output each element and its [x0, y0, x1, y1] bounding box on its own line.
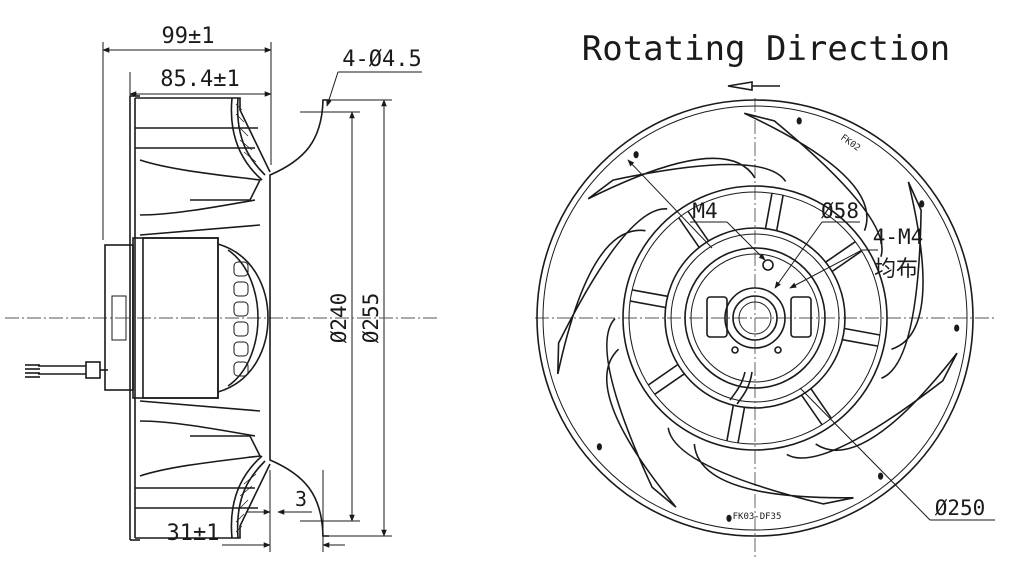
dim-mount-holes-label: 4-Ø4.5 — [342, 47, 421, 72]
outer-ring — [536, 99, 974, 537]
rotor-spoke — [647, 363, 679, 386]
rotor-spoke — [654, 373, 685, 395]
label-impeller-dia-text: Ø250 — [935, 496, 986, 520]
rotor-spoke — [810, 388, 832, 419]
rotor-spoke — [629, 300, 666, 309]
dim-flange-offset: 31±1 — [167, 521, 345, 548]
label-hub-dia: Ø58 — [774, 199, 860, 289]
part-mark-bottom: FK03-DF35 — [733, 512, 782, 522]
rotor-spoke — [825, 241, 856, 263]
inlet-circle — [622, 185, 888, 451]
motor-body — [104, 237, 269, 399]
impeller-blade — [587, 157, 787, 200]
front-view: Rotating Direction — [535, 29, 995, 560]
dim-inlet-dia: Ø240 — [327, 111, 355, 522]
dim-impeller-width: 85.4±1 — [129, 67, 272, 97]
label-4m4-line2: 均布 — [874, 257, 918, 282]
rotor-spoke — [764, 192, 773, 229]
rotating-direction-title: Rotating Direction — [582, 29, 950, 69]
mounting-hole — [796, 117, 802, 125]
rotor-spoke — [800, 394, 823, 426]
dim-mount-holes: 4-Ø4.5 — [326, 47, 422, 107]
dim-overall-width-label: 99±1 — [162, 24, 215, 49]
label-4m4: 4-M4 均布 — [789, 225, 924, 289]
rotor-spoke — [726, 405, 735, 441]
label-m4-text: M4 — [692, 199, 717, 223]
rotor-spokes — [629, 192, 881, 444]
rotor-spoke — [844, 327, 881, 336]
rotor-spoke — [737, 407, 746, 444]
impeller-blade — [743, 112, 883, 257]
dim-overall-width: 99±1 — [102, 24, 272, 53]
mounting-hole — [954, 324, 960, 332]
mounting-hole — [633, 151, 639, 159]
label-impeller-dia: Ø250 — [627, 159, 995, 521]
mounting-hole — [919, 200, 925, 208]
dim-flange-offset-label: 31±1 — [167, 521, 220, 546]
motor-cable — [25, 361, 108, 379]
dim-flange-thickness: 3 — [246, 487, 312, 515]
inlet-ring — [269, 99, 329, 537]
rotor-spoke — [632, 289, 668, 298]
mounting-hole — [726, 514, 732, 522]
label-hub-dia-text: Ø58 — [821, 199, 859, 223]
rotor-spoke — [842, 338, 878, 347]
mounting-holes — [596, 117, 960, 522]
impeller-blades — [557, 112, 958, 508]
rotor-spoke — [678, 217, 700, 248]
blades-top — [135, 97, 271, 236]
impeller-blade — [667, 427, 854, 505]
rotor-spoke — [831, 250, 863, 273]
side-view: 99±1 85.4±1 4-Ø4.5 Ø240 Ø255 — [5, 24, 440, 552]
impeller-blade — [786, 352, 958, 459]
part-mark-top: FK02 — [838, 133, 862, 154]
back-plate — [129, 95, 140, 541]
impeller-blade — [557, 208, 668, 375]
mounting-hole — [878, 472, 884, 480]
label-m4: M4 — [690, 199, 766, 261]
mounting-hole — [596, 443, 603, 451]
blades-bottom — [135, 400, 271, 539]
impeller-blade — [881, 181, 924, 379]
dim-flange-thickness-label: 3 — [295, 487, 307, 511]
rotation-arrow-icon — [727, 81, 780, 91]
impeller-blade — [606, 318, 677, 508]
rotor-spoke — [687, 210, 710, 242]
dim-impeller-width-label: 85.4±1 — [160, 67, 239, 92]
rotor-spoke — [775, 195, 784, 231]
label-4m4-line1: 4-M4 — [873, 225, 924, 249]
motor-hub — [664, 227, 846, 409]
